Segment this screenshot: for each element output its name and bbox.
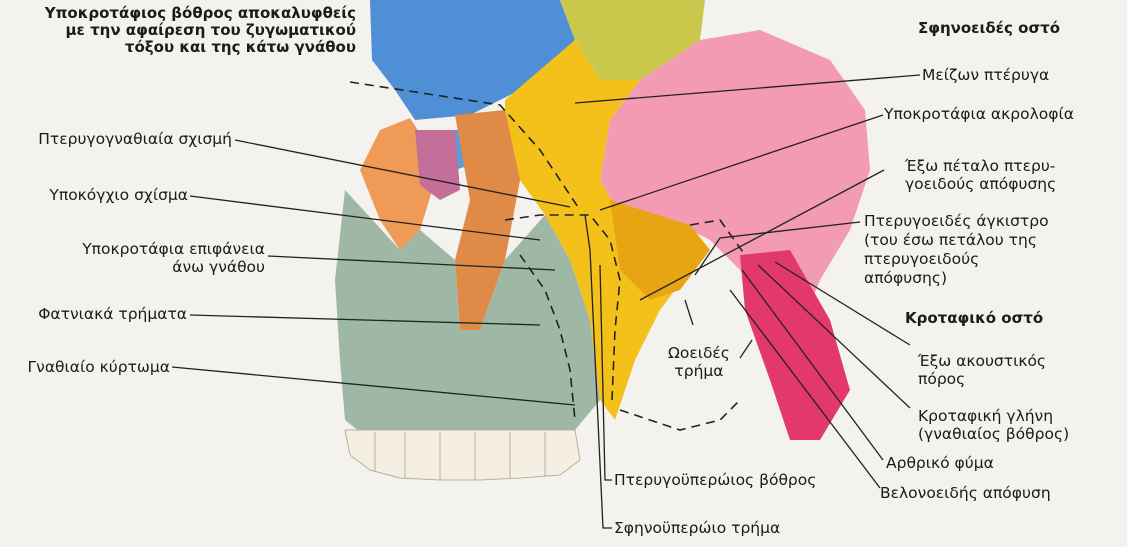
label-greater-wing: Μείζων πτέρυγα: [922, 66, 1049, 84]
label-styloid-process: Βελονοειδής απόφυση: [880, 484, 1051, 502]
label-mandibular-fossa: Κροταφική γλήνη (γναθιαίος βόθρος): [918, 407, 1069, 443]
label-sphenopalatine-foramen: Σφηνοϋπερώιο τρήμα: [614, 519, 780, 537]
teeth: [345, 430, 580, 480]
label-lateral-pterygoid-plate: Έξω πέταλο πτερυ- γοειδούς απόφυσης: [905, 157, 1056, 193]
label-external-acoustic-meatus: Έξω ακουστικός πόρος: [918, 352, 1046, 388]
label-pterygoid-hamulus: Πτερυγοειδές άγκιστρο (του έσω πετάλου τ…: [864, 212, 1049, 288]
label-inferior-orbital-fissure: Υποκόγχιο σχίσμα: [0, 186, 188, 204]
infratemporal-fossa-caption: Υποκροτάφιος βόθρος αποκαλυφθείς με την …: [4, 5, 356, 56]
label-infratemporal-crest: Υποκροτάφια ακρολοφία: [884, 105, 1074, 123]
temporal-title: Κροταφικό οστό: [905, 310, 1043, 327]
label-infratemporal-surface-maxilla: Υποκροτάφια επιφάνεια άνω γνάθου: [0, 240, 265, 276]
label-alveolar-foramina: Φατνιακά τρήματα: [0, 305, 187, 323]
label-maxillary-tuberosity: Γναθιαίο κύρτωμα: [0, 358, 170, 376]
label-pterygomaxillary-fissure: Πτερυγογναθιαία σχισμή: [0, 130, 232, 148]
label-foramen-ovale: Ωοειδές τρήμα: [668, 344, 730, 380]
label-articular-tubercle: Αρθρικό φύμα: [886, 454, 994, 472]
label-pterygopalatine-fossa: Πτερυγοϋπερώιος βόθρος: [614, 471, 816, 489]
sphenoid-title: Σφηνοειδές οστό: [918, 20, 1060, 37]
